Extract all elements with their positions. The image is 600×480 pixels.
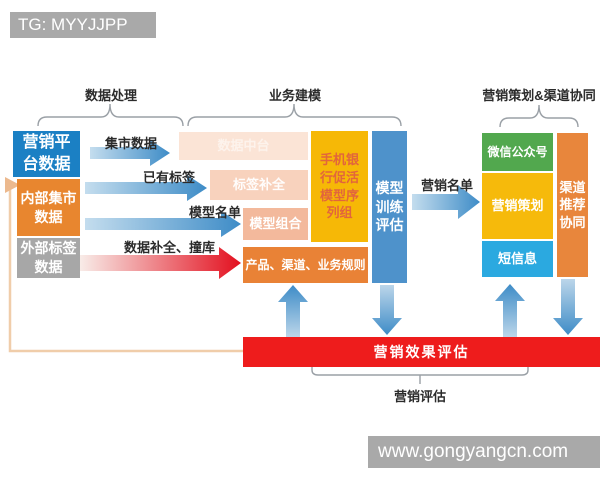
watermark-bottom: www.gongyangcn.com (368, 436, 600, 468)
bracket-marketing-evaluation (311, 366, 529, 384)
box-tag-completion: 标签补全 (210, 170, 308, 200)
label-data-completion: 数据补全、撞库 (124, 240, 216, 255)
header-data-processing: 数据处理 (84, 88, 138, 103)
box-sms: 短信息 (482, 241, 553, 277)
watermark-top: TG: MYYJJPP (10, 12, 156, 38)
label-marketing-list: 营销名单 (421, 178, 474, 193)
box-mobile-banking-model-sequence: 手机银行促活模型序列组 (311, 131, 368, 242)
box-wechat-official-account: 微信公众号 (482, 133, 553, 171)
header-marketing-planning: 营销策划&渠道协同 (482, 88, 596, 103)
brace-marketing-planning (499, 104, 579, 128)
box-model-training-evaluation: 模型训练评估 (372, 131, 407, 283)
arrow-marketing-list (412, 185, 480, 219)
box-data-platform-step: 数据中台 (179, 132, 308, 160)
arrow-down-from-training (372, 285, 402, 335)
arrow-up-to-rules (278, 285, 308, 337)
box-model-combination: 模型组合 (243, 208, 308, 240)
feedback-arrowhead-icon (5, 177, 20, 193)
box-product-channel-rules: 产品、渠道、业务规则 (243, 247, 368, 283)
bar-marketing-effect-evaluation: 营销效果评估 (243, 337, 600, 367)
box-external-tag-data: 外部标签数据 (17, 238, 80, 278)
label-model-list: 模型名单 (189, 205, 242, 220)
label-existing-tags: 已有标签 (143, 170, 196, 185)
arrow-up-to-channels (495, 284, 525, 337)
arrow-down-from-coordination (553, 279, 583, 335)
box-marketing-platform-data: 营销平台数据 (13, 131, 80, 177)
feedback-line (8, 185, 243, 353)
brace-data-processing (37, 103, 184, 127)
box-internal-mart-data: 内部集市数据 (17, 179, 80, 236)
label-mart-data: 集市数据 (105, 136, 158, 151)
arrow-existing-tags (85, 175, 207, 201)
arrow-mart-data (90, 140, 170, 166)
brace-business-modeling (187, 103, 402, 127)
label-marketing-evaluation: 营销评估 (393, 389, 447, 404)
box-channel-recommendation-coordination: 渠道推荐协同 (557, 133, 588, 277)
arrow-data-completion (80, 247, 241, 279)
box-marketing-planning: 营销策划 (482, 173, 553, 239)
arrow-model-list (85, 211, 241, 237)
header-business-modeling: 业务建模 (268, 88, 322, 103)
